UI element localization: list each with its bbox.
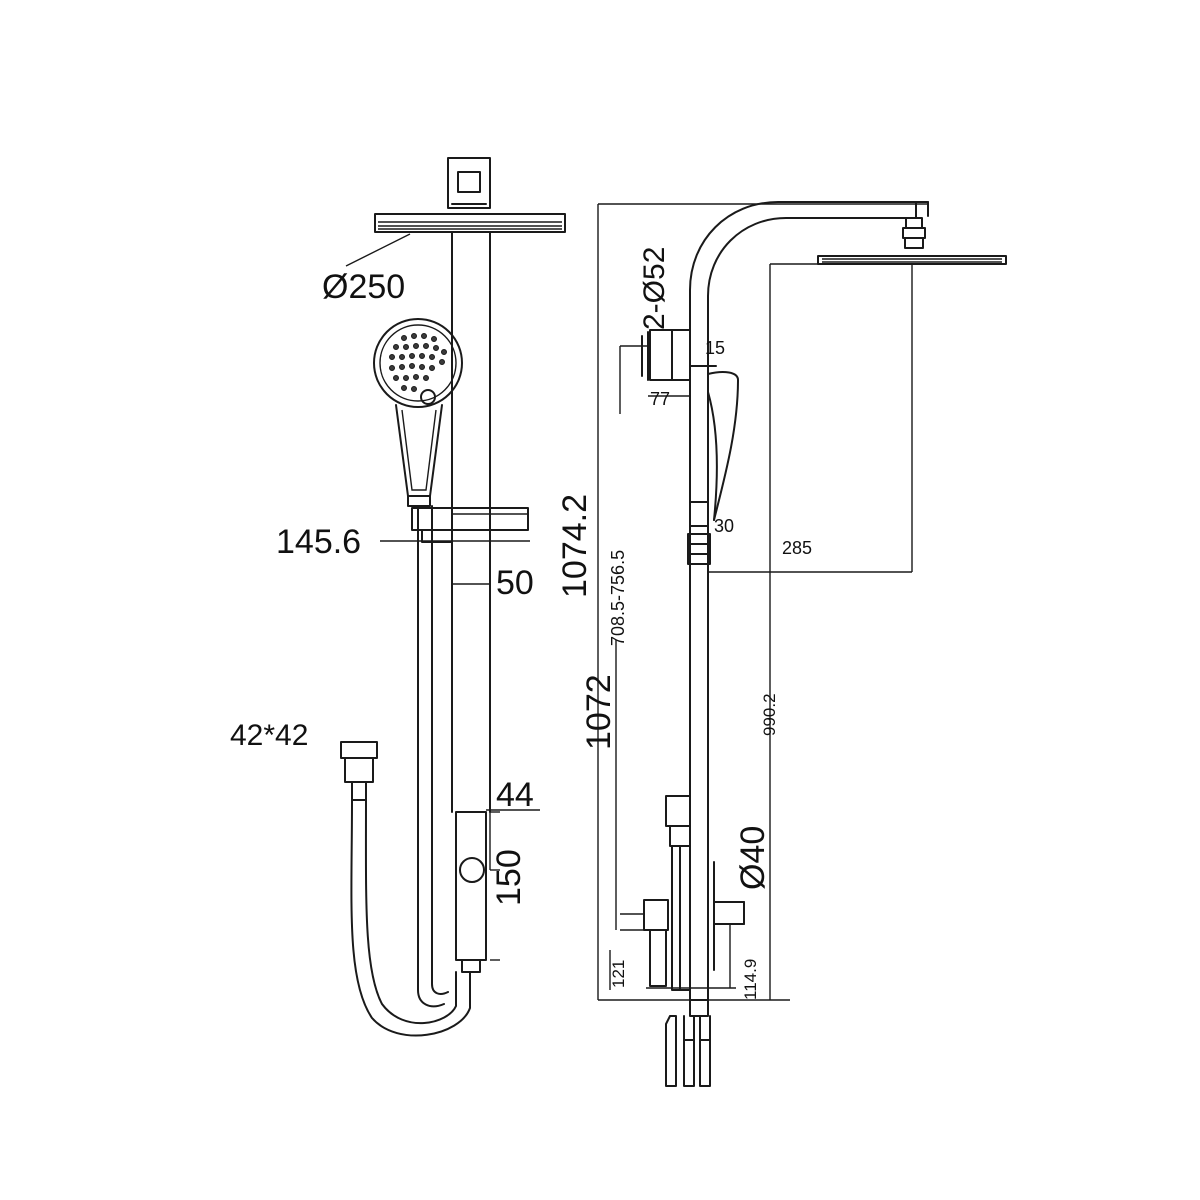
riser-rail [451,231,491,813]
bottom-inlet-pipes [665,999,711,1087]
head-diameter-label: Ø250 [322,268,405,306]
mixer-valve-side [643,795,745,991]
hose-connector [687,533,711,565]
head-swivel-joint [902,217,926,249]
column-height-label: 1072 [580,674,618,750]
mixer-body [455,811,487,973]
bracket-77-label: 77 [650,389,670,409]
bracket-diameter-label: 2-Ø52 [638,247,671,330]
hand-shower [373,318,463,507]
overhead-shower-head [374,213,566,233]
body-width-label: 44 [496,776,534,814]
curved-shower-arm [689,201,929,1001]
arm-reach-label: 285 [782,538,812,558]
body-height-label: 150 [490,849,528,906]
rail-width-label: 50 [496,564,534,602]
base-height-label: 121 [609,960,628,988]
adjust-range-label: 708.5-756.5 [608,550,628,646]
wall-outlet [340,741,378,801]
bracket-15-label: 15 [705,338,725,358]
valve-offset-label: 114.9 [741,959,760,1000]
hand-shower-side [689,371,739,527]
front-view: Ø250 145.6 50 42*42 44 150 [230,157,566,1037]
shower-hose [350,799,471,1037]
slider-holder [411,507,529,543]
side-view: 2-Ø52 15 77 30 285 1074.2 708.5-756.5 10… [556,201,1007,1087]
connector-30-label: 30 [714,516,734,536]
head-diameter-leader [345,233,411,267]
top-wall-mount [447,157,491,209]
wall-bracket [641,329,717,381]
total-height-label: 1074.2 [556,494,594,598]
outlet-size-label: 42*42 [230,719,308,752]
overhead-head-side [817,255,1007,265]
head-height-label: 990.2 [760,693,779,736]
slider-width-label: 145.6 [276,523,361,561]
valve-diameter-label: Ø40 [734,826,772,890]
